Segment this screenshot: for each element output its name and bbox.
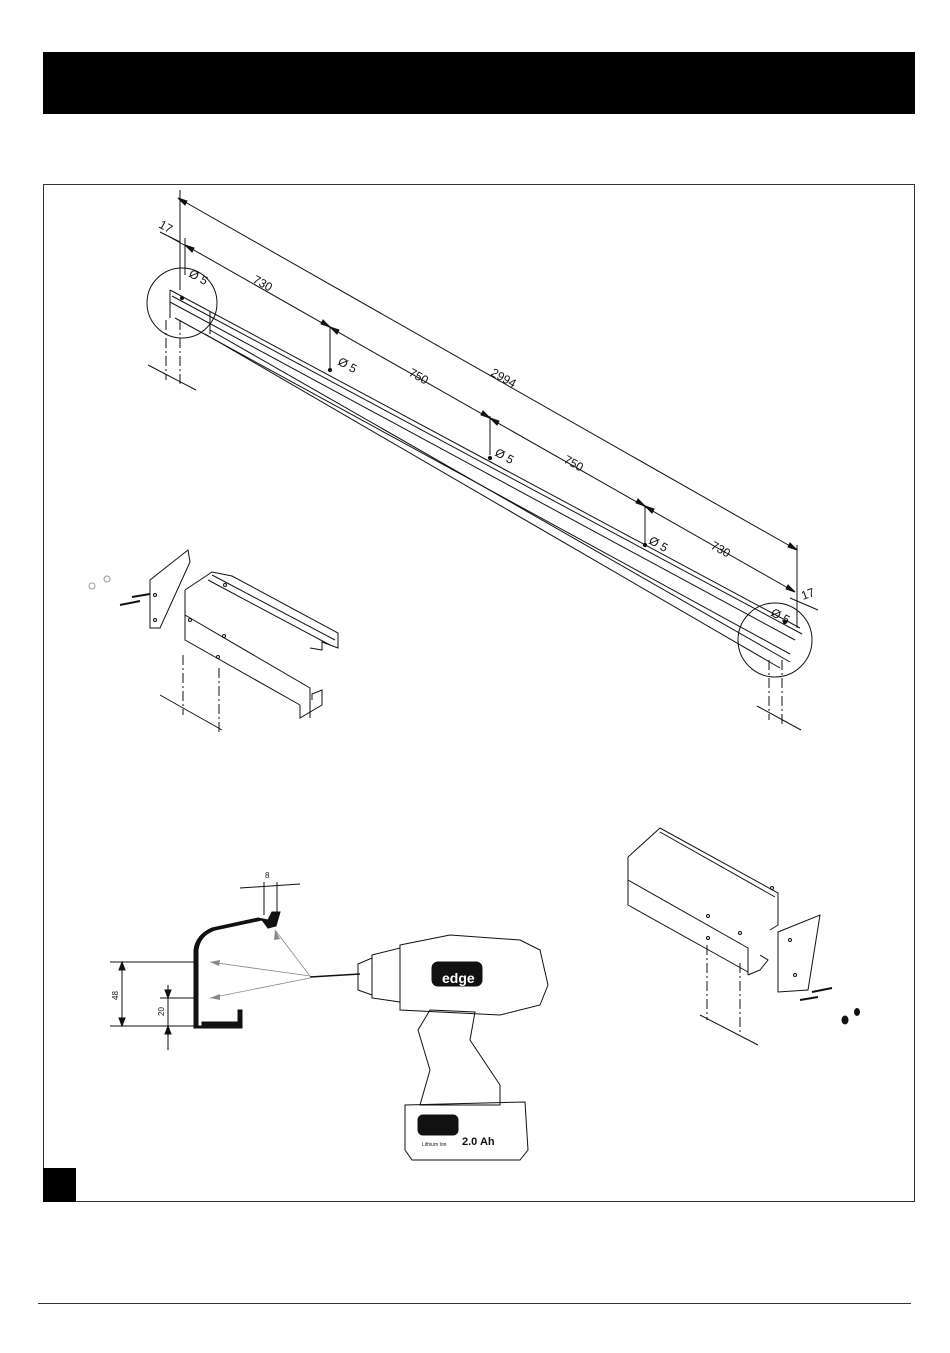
spacing-label-4: 730 xyxy=(709,538,734,560)
profile-height-label: 48 xyxy=(111,991,120,1000)
left-offset-label: 17 xyxy=(157,217,176,236)
spacing-label-2: 750 xyxy=(407,365,432,387)
spacing-label-1: 730 xyxy=(251,272,276,294)
drill-brand-label: edge xyxy=(442,970,475,986)
long-rail xyxy=(170,290,802,668)
battery-type-label: Lithium Ion xyxy=(422,1142,447,1148)
hole-diameter-label-3: Ø 5 xyxy=(493,445,517,467)
battery-capacity-label: 2.0 Ah xyxy=(462,1136,495,1148)
profile-hole-height-label: 20 xyxy=(157,1007,166,1016)
hole-diameter-label-2: Ø 5 xyxy=(336,354,360,376)
cordless-drill: edge 2.0 Ah Lithium Ion xyxy=(310,935,548,1160)
hole-diameter-label-1: Ø 5 xyxy=(187,266,211,288)
hole-diameter-label-4: Ø 5 xyxy=(647,533,671,555)
profile-top-offset-label: 8 xyxy=(265,871,270,880)
right-offset-label: 17 xyxy=(799,585,817,603)
hole-diameter-label-5: Ø 5 xyxy=(769,605,793,627)
left-end-cap-assembly xyxy=(89,550,338,732)
profile-cross-section xyxy=(110,882,310,1050)
right-end-cap-assembly xyxy=(628,828,860,1045)
overall-length-label: 2994 xyxy=(489,365,519,390)
